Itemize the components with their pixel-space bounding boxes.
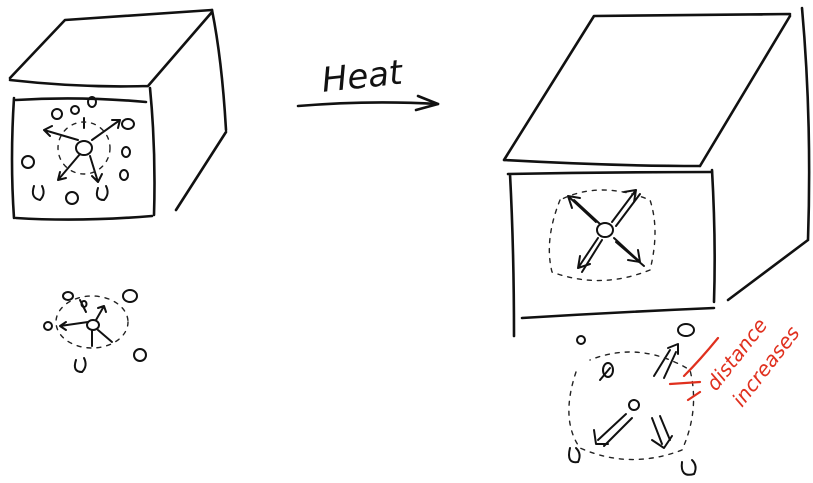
arrow-double xyxy=(573,193,645,273)
cold-box-top-face xyxy=(8,8,214,88)
particle xyxy=(133,348,147,362)
arrow xyxy=(97,329,113,343)
arrow-double xyxy=(653,343,679,379)
arrow xyxy=(95,305,107,321)
cold-box-right-face xyxy=(148,8,228,217)
cold-box-front-face xyxy=(10,96,154,221)
particle xyxy=(121,146,131,158)
arrow xyxy=(59,321,89,331)
arrow xyxy=(43,125,79,141)
heat-label: Heat xyxy=(320,52,406,100)
hot-center-particle xyxy=(596,222,614,238)
particle xyxy=(51,108,63,120)
distance-increases-annotation: distance increases xyxy=(668,314,805,411)
cold-dashed-boundary xyxy=(57,121,111,175)
particle xyxy=(43,321,53,331)
annotation-bracket xyxy=(668,336,720,402)
particle xyxy=(119,169,129,181)
hot-particles xyxy=(567,189,645,273)
particle xyxy=(576,335,586,345)
particle xyxy=(65,191,79,205)
particle xyxy=(680,459,697,476)
particle xyxy=(568,447,581,464)
arrow xyxy=(599,367,611,381)
particle xyxy=(31,185,45,201)
heat-arrow: Heat xyxy=(296,52,440,112)
arrow-double xyxy=(651,415,673,449)
particle xyxy=(95,185,109,201)
particle xyxy=(62,291,74,301)
hot-box-top-face xyxy=(502,12,792,168)
hot-cluster-detail xyxy=(568,323,697,476)
hot-box-front-face xyxy=(506,170,716,338)
particle xyxy=(73,357,87,373)
cold-box xyxy=(8,8,228,221)
particle xyxy=(21,155,35,169)
particle xyxy=(70,105,80,115)
particle xyxy=(87,96,97,108)
particle xyxy=(677,323,695,337)
hot-detail-center-particle xyxy=(628,399,640,411)
hot-dashed-boundary xyxy=(548,189,656,282)
arrow xyxy=(79,299,87,313)
arrow xyxy=(577,237,599,269)
hot-box xyxy=(502,6,811,338)
arrow xyxy=(567,195,597,223)
hot-box-right-face xyxy=(710,6,811,304)
arrow xyxy=(89,155,103,183)
arrow xyxy=(91,119,121,141)
arrow-double xyxy=(593,413,633,447)
heat-arrow-shaft xyxy=(296,101,440,108)
particle xyxy=(122,289,138,303)
hot-detail-dashed-boundary xyxy=(568,351,695,461)
cold-cluster-detail xyxy=(43,289,147,373)
cold-particles xyxy=(21,96,135,205)
cold-center-particle xyxy=(75,140,93,156)
cold-detail-dashed-boundary xyxy=(55,295,129,349)
particle xyxy=(121,118,135,130)
heat-arrow-head xyxy=(414,94,440,112)
arrow xyxy=(57,153,81,181)
particle xyxy=(602,362,614,378)
